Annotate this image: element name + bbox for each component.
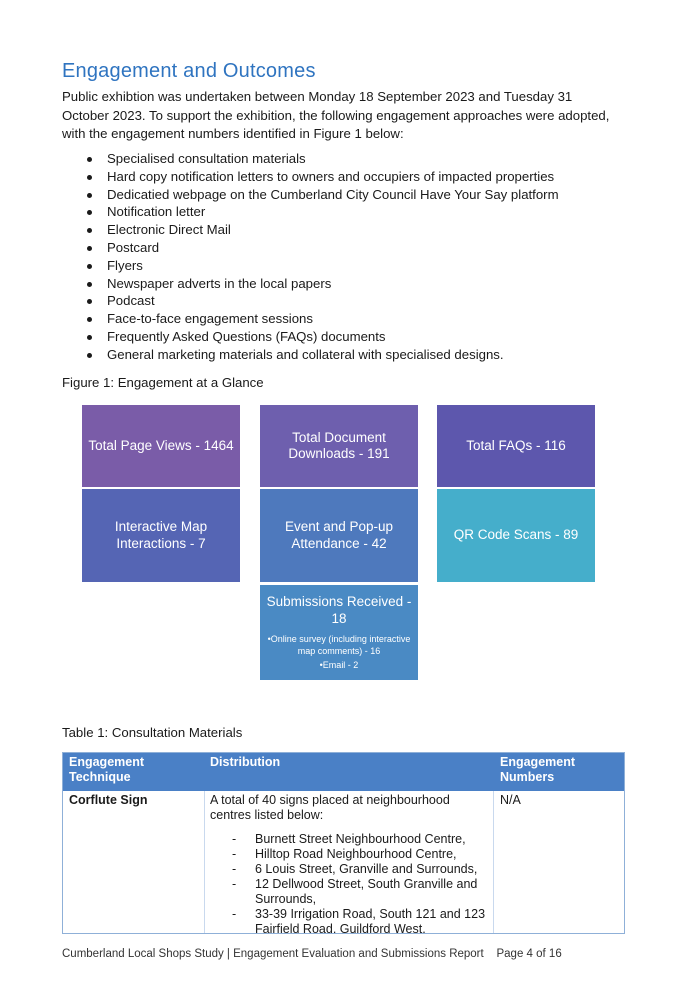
header-technique: Engagement Technique [69,755,145,784]
list-item: 33-39 Irrigation Road, South 121 and 123… [210,907,495,933]
tile-label: Submissions Received - 18 [266,594,412,626]
list-item: Notification letter [62,203,622,221]
section-heading: Engagement and Outcomes [62,60,316,82]
tile-event-attendance: Event and Pop-up Attendance - 42 [260,489,418,582]
list-item: Flyers [62,257,622,275]
engagement-approaches-list: Specialised consultation materials Hard … [62,150,622,364]
list-item: Frequently Asked Questions (FAQs) docume… [62,328,622,346]
figure-caption: Figure 1: Engagement at a Glance [62,375,264,390]
cell-technique: Corflute Sign [69,793,148,807]
tile-page-views: Total Page Views - 1464 [82,405,240,487]
list-item: Newspaper adverts in the local papers [62,275,622,293]
column-divider [204,791,205,933]
tile-document-downloads: Total Document Downloads - 191 [260,405,418,487]
list-item: Postcard [62,239,622,257]
distribution-intro: A total of 40 signs placed at neighbourh… [210,793,450,822]
list-item: Burnett Street Neighbourhood Centre, [210,832,495,847]
tile-submissions: Submissions Received - 18 •Online survey… [260,585,418,680]
tile-faqs: Total FAQs - 116 [437,405,595,487]
page-footer: Cumberland Local Shops Study | Engagemen… [62,948,562,960]
location-list: Burnett Street Neighbourhood Centre, Hil… [210,832,490,933]
list-item: 6 Louis Street, Granville and Surrounds, [210,862,495,877]
header-distribution: Distribution [210,755,281,769]
list-item: Electronic Direct Mail [62,221,622,239]
list-item: Specialised consultation materials [62,150,622,168]
cell-numbers: N/A [500,793,521,807]
tile-map-interactions: Interactive Map Interactions - 7 [82,489,240,582]
tile-label: Event and Pop-up Attendance - 42 [284,519,394,551]
list-item: Dedicatied webpage on the Cumberland Cit… [62,186,622,204]
table-caption: Table 1: Consultation Materials [62,725,243,740]
list-item: Hard copy notification letters to owners… [62,168,622,186]
tile-label: Total Document Downloads - 191 [288,429,390,462]
consultation-materials-table: Engagement Technique Distribution Engage… [62,752,625,934]
tile-label: Interactive Map Interactions - 7 [114,519,208,551]
list-item: Face-to-face engagement sessions [62,310,622,328]
tile-qr-scans: QR Code Scans - 89 [437,489,595,582]
tile-label: QR Code Scans - 89 [453,527,579,543]
list-item: Hilltop Road Neighbourhood Centre, [210,847,495,862]
header-numbers: Engagement Numbers [500,755,576,784]
list-item: General marketing materials and collater… [62,346,622,364]
tile-sublabel-email: •Email - 2 [319,660,359,670]
tile-sublabel-online: •Online survey (including interactive ma… [267,634,411,656]
cell-distribution: A total of 40 signs placed at neighbourh… [210,793,490,933]
list-item: 12 Dellwood Street, South Granville and … [210,877,495,907]
tile-label: Total Page Views - 1464 [88,437,234,453]
tile-label: Total FAQs - 116 [466,437,566,453]
list-item: Podcast [62,292,622,310]
table-header-row: Engagement Technique Distribution Engage… [63,753,624,791]
intro-paragraph: Public exhibtion was undertaken between … [62,89,610,141]
